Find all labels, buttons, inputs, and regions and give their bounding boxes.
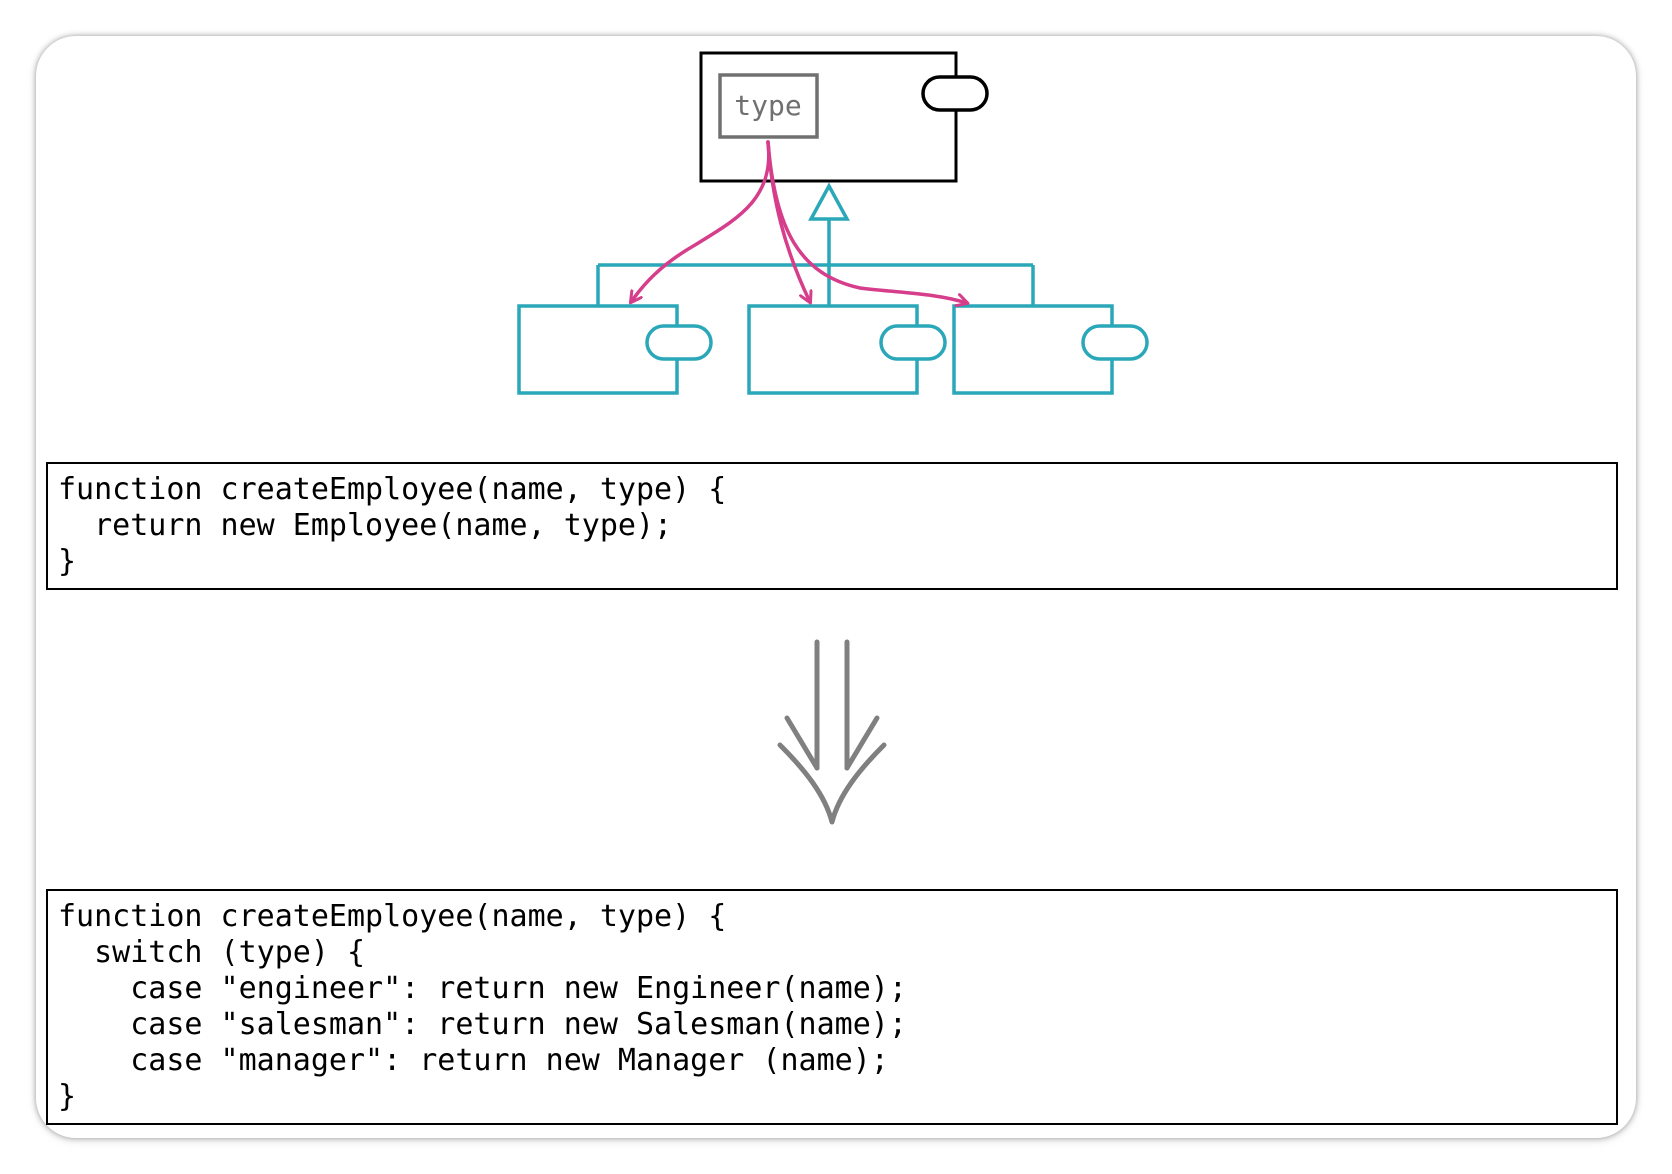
code-after-line: } <box>58 1079 77 1114</box>
subclass-box-1 <box>517 304 713 395</box>
type-field-box: type <box>718 73 819 139</box>
subclass-3-interface-port <box>1081 324 1149 361</box>
code-after-line: case "manager": return new Manager (name… <box>58 1043 889 1078</box>
code-after-line: switch (type) { <box>58 935 366 970</box>
inheritance-triangle <box>808 182 850 221</box>
inheritance-connector <box>596 182 1035 306</box>
subclass-1-interface-port <box>645 324 713 361</box>
type-dependency-arrows <box>631 140 967 303</box>
superclass-interface-port <box>921 75 989 112</box>
dependency-arrow-3 <box>766 140 967 303</box>
code-after-line: case "engineer": return new Engineer(nam… <box>58 971 907 1006</box>
code-after-line: case "salesman": return new Salesman(nam… <box>58 1007 907 1042</box>
subclass-box-2 <box>747 304 947 395</box>
code-before-box: function createEmployee(name, type) { re… <box>46 462 1618 590</box>
code-before-line: function createEmployee(name, type) { <box>58 472 727 507</box>
transform-arrow-icon <box>777 639 887 825</box>
code-before-line: } <box>58 544 77 579</box>
dependency-arrow-1 <box>631 140 771 302</box>
subclass-box-3 <box>952 304 1149 395</box>
code-after-line: function createEmployee(name, type) { <box>58 899 727 934</box>
subclass-2-interface-port <box>879 324 947 361</box>
code-before-line: return new Employee(name, type); <box>58 508 673 543</box>
type-field-label: type <box>734 89 801 122</box>
code-after-box: function createEmployee(name, type) { sw… <box>46 889 1618 1125</box>
